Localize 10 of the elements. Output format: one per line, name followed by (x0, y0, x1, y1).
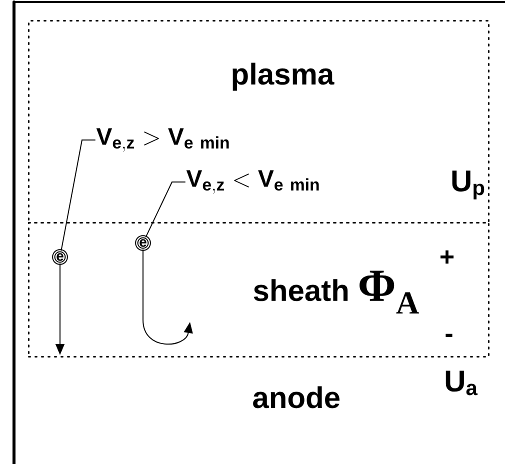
velocity-label: $\mathbf{V}_{\mathbf{e,z}} > \mathbf{V}_{\mathbf{e\ min}}$ (96, 128, 229, 152)
potential-label: U$_{p}$ (452, 170, 484, 200)
anode-region: anode (253, 386, 340, 408)
potential-label: U$_{a}$ (446, 370, 478, 396)
leader-line (60, 140, 96, 251)
velocity-label: $\mathbf{V}_{\mathbf{e,z}} < \mathbf{V}_{\mathbf{e\ min}}$ (186, 170, 319, 194)
leader-line (145, 182, 186, 238)
polarity-sign: + (440, 250, 454, 264)
polarity-sign: - (446, 334, 452, 337)
trajectory-arrow (142, 249, 193, 345)
